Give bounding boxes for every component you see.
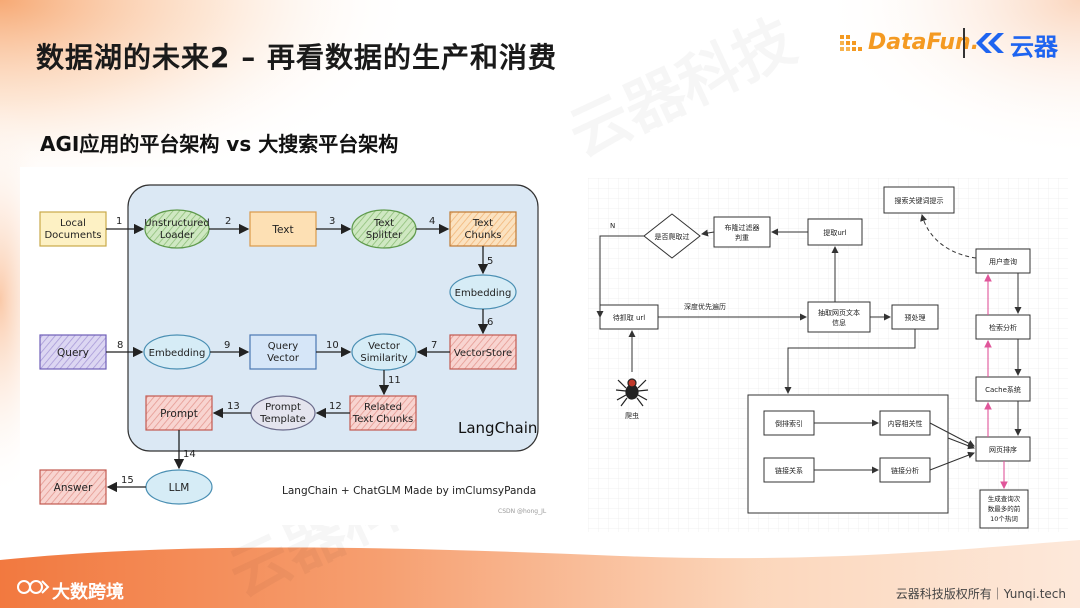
node-bloom-filter-label: 布隆过滤器判重: [725, 223, 760, 242]
svg-text:14: 14: [183, 449, 196, 460]
node-preprocess-label: 预处理: [905, 313, 926, 322]
node-top10-hot: [979, 489, 1029, 529]
node-pending-url-label: 待抓取 url: [613, 313, 646, 322]
svg-text:6: 6: [487, 317, 493, 328]
node-content-relevance: [879, 410, 931, 436]
langchain-credit: CSDN @hong_JL: [498, 508, 547, 515]
svg-text:1: 1: [116, 216, 122, 227]
node-user-query: [975, 248, 1031, 274]
svg-text:4: 4: [429, 216, 435, 227]
label-n: N: [610, 222, 615, 230]
node-link-analysis: [879, 457, 931, 483]
node-prompt-label: Prompt: [160, 408, 198, 420]
search-return-arrows: [984, 273, 1008, 490]
node-link-analysis-label: 链接分析: [891, 466, 919, 475]
node-related-text-chunks: [349, 395, 417, 431]
node-cache-system-label: Cache系统: [985, 385, 1021, 394]
node-embedding-docs-label: Embedding: [455, 288, 512, 299]
node-extract-page-text: [807, 301, 871, 333]
node-page-ranking-label: 网页排序: [989, 445, 1017, 454]
node-bloom-filter: [713, 216, 771, 248]
node-llm-label: LLM: [169, 482, 190, 494]
node-link-relation-label: 链接关系: [775, 466, 803, 475]
node-text-label: Text: [271, 224, 293, 236]
node-pending-url: [599, 304, 659, 330]
datafun-logo-icon: [840, 35, 862, 51]
node-extract-url-label: 提取url: [823, 228, 846, 237]
node-extract-page-text-label: 抽取网页文本信息: [818, 308, 860, 327]
node-answer-label: Answer: [54, 482, 93, 494]
footer-brand: 大数跨境: [52, 582, 124, 603]
langchain-step-numbers: 1 2 3 4 5 6 7 8 9 10 11 12 13 14 15: [116, 216, 493, 486]
langchain-container-label: LangChain: [458, 419, 537, 437]
node-text-chunks: [449, 211, 517, 247]
node-prompt: [145, 395, 213, 431]
node-is-crawled: [643, 213, 701, 259]
node-vector-store-label: VectorStore: [454, 348, 512, 359]
search-diagram: 是否爬取过 布隆过滤器判重 提取url 搜索关键词提示 用户查询 待抓取 url…: [588, 178, 1068, 532]
label-dfs: 深度优先遍历: [684, 302, 726, 311]
langchain-container: [127, 184, 539, 452]
langchain-arrows: [106, 223, 489, 493]
svg-text:7: 7: [431, 340, 437, 351]
node-user-query-label: 用户查询: [989, 257, 1017, 266]
page-title: 数据湖的未来2 – 再看数据的生产和消费: [36, 41, 557, 74]
yunqi-logo-icon: [976, 33, 1004, 53]
node-retrieval-analysis-label: 检索分析: [989, 323, 1017, 332]
node-search-keyword-hint-label: 搜索关键词提示: [895, 196, 944, 205]
node-search-keyword-hint: [883, 186, 955, 214]
node-link-relation: [763, 457, 815, 483]
node-extract-url: [807, 218, 863, 246]
svg-text:2: 2: [225, 216, 231, 227]
node-is-crawled-label: 是否爬取过: [655, 232, 690, 241]
node-retrieval-analysis: [975, 314, 1031, 340]
svg-text:11: 11: [388, 375, 401, 386]
node-embedding-query-label: Embedding: [149, 348, 206, 359]
node-vector-similarity: [351, 333, 417, 371]
langchain-caption: LangChain + ChatGLM Made by imClumsyPand…: [282, 485, 536, 497]
footer-copyright: 云器科技版权所有｜Yunqi.tech: [895, 587, 1066, 601]
node-query-vector: [249, 334, 317, 370]
spider-label: 爬虫: [625, 411, 639, 420]
svg-text:3: 3: [329, 216, 335, 227]
search-diagram-panel: 是否爬取过 布隆过滤器判重 提取url 搜索关键词提示 用户查询 待抓取 url…: [588, 178, 1068, 532]
spider-icon: [615, 378, 649, 407]
datafun-logo-text: DataFun.: [868, 30, 980, 55]
dashu-logo-icon: [17, 580, 50, 594]
node-content-relevance-label: 内容相关性: [888, 419, 923, 428]
svg-text:15: 15: [121, 475, 134, 486]
node-text-splitter: [351, 209, 417, 249]
node-query-label: Query: [57, 347, 89, 359]
section-subtitle: AGI应用的平台架构 vs 大搜索平台架构: [40, 132, 399, 156]
logo-divider: [963, 28, 965, 58]
node-answer: [39, 469, 107, 505]
svg-text:9: 9: [224, 340, 230, 351]
node-cache-system: [975, 376, 1031, 402]
svg-text:13: 13: [227, 401, 240, 412]
svg-text:8: 8: [117, 340, 123, 351]
node-unstructured-loader: [144, 209, 210, 249]
node-text: [249, 211, 317, 247]
svg-text:10: 10: [326, 340, 339, 351]
svg-text:5: 5: [487, 256, 493, 267]
yunqi-logo-text: 云器: [1010, 33, 1058, 61]
node-inverted-index-label: 倒排索引: [775, 419, 803, 428]
svg-text:12: 12: [329, 401, 342, 412]
node-page-ranking: [975, 436, 1031, 462]
search-arrows: [596, 214, 1022, 474]
